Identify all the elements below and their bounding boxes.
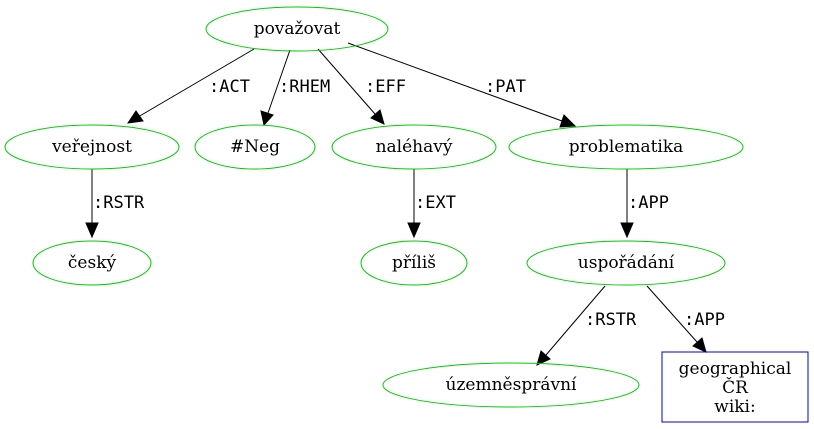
edge-label-ext: :EXT bbox=[415, 193, 456, 213]
node-label-verejnost: veřejnost bbox=[51, 137, 132, 157]
edge-rstr2-arrowhead bbox=[536, 350, 551, 366]
edge-label-pat: :PAT bbox=[485, 77, 526, 97]
edge-app2-line bbox=[646, 285, 698, 343]
edge-pat-arrowhead bbox=[559, 114, 577, 128]
node-cesky: český bbox=[32, 240, 152, 286]
edge-label-rhem: :RHEM bbox=[279, 77, 330, 97]
node-label-geographical-line1: geographical bbox=[679, 359, 792, 379]
edge-app1-arrowhead bbox=[620, 222, 634, 239]
edge-app2-arrowhead bbox=[692, 337, 707, 353]
nodes: považovat veřejnost #Neg naléhavý proble… bbox=[4, 6, 809, 423]
edge-label-rstr1: :RSTR bbox=[93, 193, 145, 213]
node-prilis: příliš bbox=[360, 240, 468, 286]
edge-eff-arrowhead bbox=[370, 109, 385, 125]
node-usporadani: uspořádání bbox=[526, 240, 726, 286]
node-label-nalehavy: naléhavý bbox=[376, 137, 453, 157]
edge-rstr1-arrowhead bbox=[85, 222, 99, 239]
node-problematika: problematika bbox=[508, 124, 744, 170]
edge-label-app2: :APP bbox=[684, 310, 725, 330]
edge-rstr2-line bbox=[545, 285, 606, 356]
node-verejnost: veřejnost bbox=[4, 124, 180, 170]
edge-label-rstr2: :RSTR bbox=[585, 310, 637, 330]
node-geographical-box: geographical ČR wiki: bbox=[661, 351, 809, 423]
node-label-neg: #Neg bbox=[230, 137, 280, 157]
node-label-cesky: český bbox=[68, 253, 117, 273]
edge-eff-line bbox=[317, 48, 376, 115]
edge-act-arrowhead bbox=[126, 110, 144, 124]
edge-label-eff: :EFF bbox=[365, 77, 406, 97]
edges: :ACT :RHEM :EFF :PAT :RSTR :EXT :APP :RS… bbox=[85, 42, 725, 366]
edge-label-app1: :APP bbox=[628, 193, 669, 213]
edge-label-act: :ACT bbox=[209, 77, 250, 97]
node-label-prilis: příliš bbox=[392, 253, 436, 273]
edge-ext-arrowhead bbox=[407, 222, 421, 239]
node-label-geographical-line2: ČR bbox=[722, 377, 749, 398]
node-povazovat: považovat bbox=[205, 6, 389, 52]
node-label-povazovat: považovat bbox=[254, 19, 341, 39]
node-neg: #Neg bbox=[194, 124, 316, 170]
node-nalehavy: naléhavý bbox=[331, 124, 497, 170]
node-label-usporadani: uspořádání bbox=[578, 253, 675, 273]
node-label-problematika: problematika bbox=[569, 137, 684, 157]
edge-rhem-line bbox=[267, 49, 291, 114]
edge-act-line bbox=[137, 48, 255, 118]
edge-pat-line bbox=[347, 42, 563, 122]
node-label-geographical-line3: wiki: bbox=[714, 397, 755, 417]
node-uzemnespravni: územněsprávní bbox=[382, 362, 640, 408]
node-label-uzemnespravni: územněsprávní bbox=[446, 375, 578, 395]
edge-rhem-arrowhead bbox=[260, 110, 274, 127]
